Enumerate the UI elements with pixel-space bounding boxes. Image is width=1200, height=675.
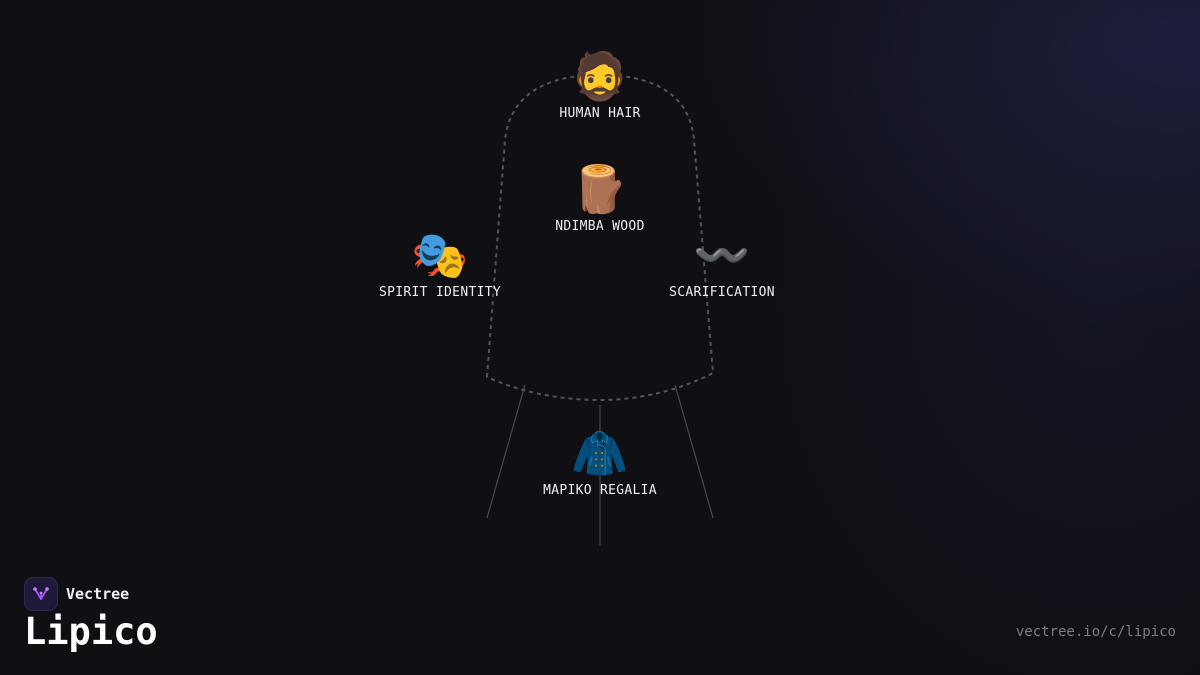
node-label: HUMAN HAIR <box>559 106 641 121</box>
wood-log-icon: 🪵 <box>571 162 629 216</box>
node-scarification[interactable]: 〰️ SCARIFICATION <box>622 227 822 300</box>
coat-icon: 🧥 <box>571 426 629 480</box>
node-ndimba-wood[interactable]: 🪵 NDIMBA WOOD <box>500 161 700 234</box>
page-title: Lipico <box>24 610 158 653</box>
wavy-dash-icon: 〰️ <box>693 228 751 282</box>
node-label: MAPIKO REGALIA <box>543 483 657 498</box>
node-label: SCARIFICATION <box>669 285 775 300</box>
vectree-logo-icon <box>24 577 58 611</box>
source-url[interactable]: vectree.io/c/lipico <box>1015 624 1176 640</box>
node-spirit-identity[interactable]: 🎭 SPIRIT IDENTITY <box>340 227 540 300</box>
bearded-person-icon: 🧔 <box>571 49 629 103</box>
node-mapiko-regalia[interactable]: 🧥 MAPIKO REGALIA <box>500 425 700 498</box>
mask-outline <box>485 73 715 402</box>
connector-left <box>486 384 526 519</box>
connector-right <box>674 384 714 519</box>
node-label: SPIRIT IDENTITY <box>379 285 501 300</box>
brand-name: Vectree <box>66 585 130 603</box>
node-human-hair[interactable]: 🧔 HUMAN HAIR <box>500 48 700 121</box>
performing-arts-masks-icon: 🎭 <box>411 228 469 282</box>
node-label: NDIMBA WOOD <box>555 219 645 234</box>
brand[interactable]: Vectree <box>24 577 129 611</box>
